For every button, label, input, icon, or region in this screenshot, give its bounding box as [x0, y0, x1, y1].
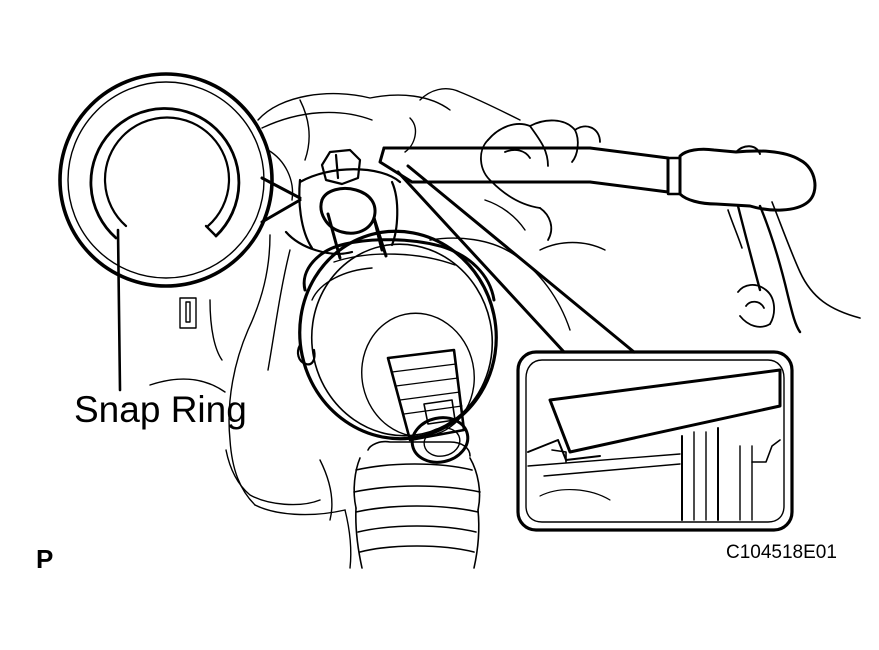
detail-leader — [398, 166, 634, 352]
detail-inset — [518, 352, 792, 530]
spline-shaft — [388, 350, 472, 467]
snap-ring-leader — [118, 230, 120, 390]
lower-boot — [354, 442, 480, 568]
steering-knuckle-outline — [150, 89, 605, 568]
snap-ring-label: Snap Ring — [74, 389, 247, 430]
hub-nut — [286, 150, 400, 254]
figure-id: C104518E01 — [726, 542, 837, 563]
view-label: P — [36, 544, 54, 574]
callout-leader — [262, 178, 300, 222]
hand-upper — [481, 120, 600, 240]
drift-punch — [380, 148, 680, 194]
hand-lower — [738, 285, 774, 327]
hammer — [680, 146, 860, 332]
snap-ring-inset — [60, 74, 272, 286]
